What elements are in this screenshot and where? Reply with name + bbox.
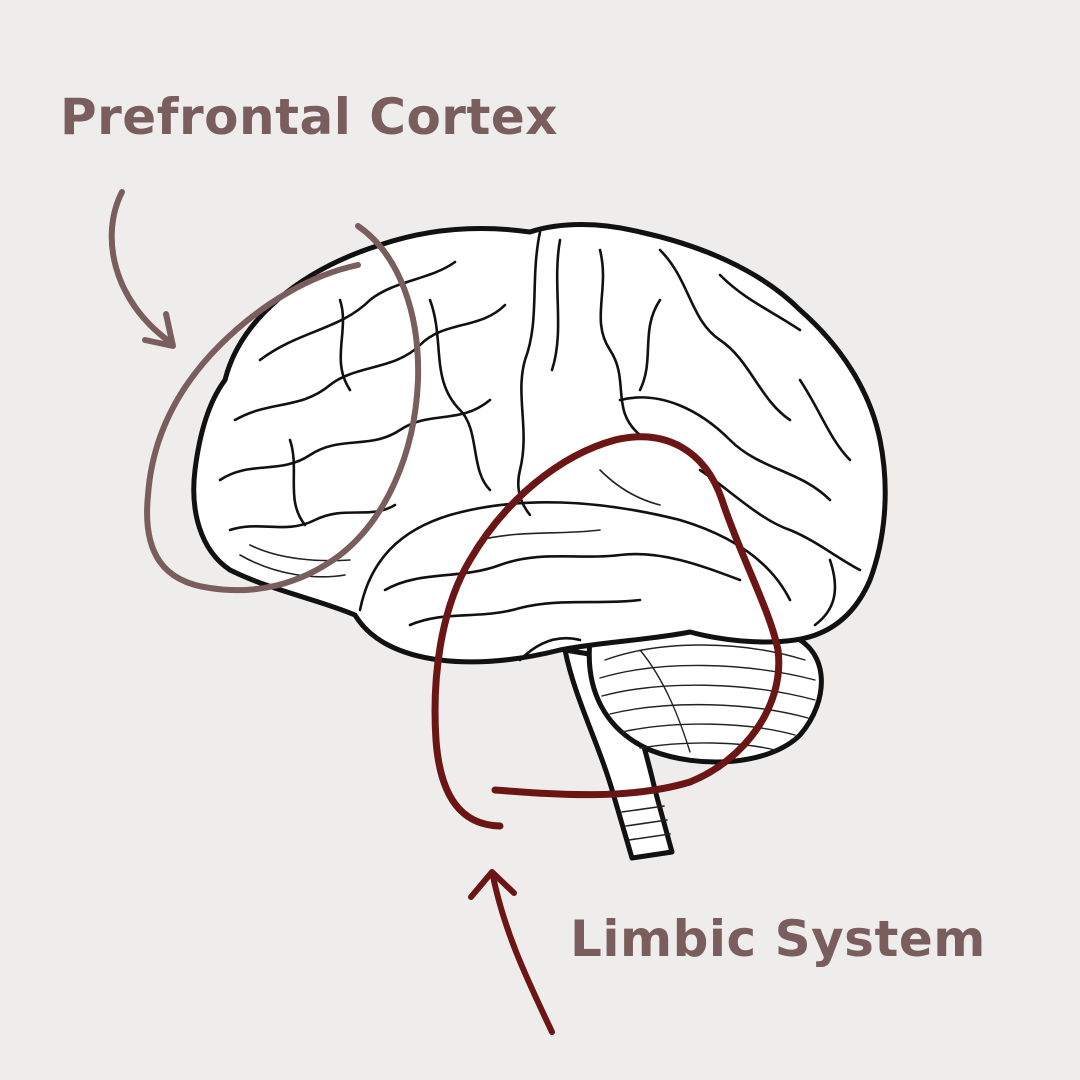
limbic-annotation xyxy=(431,433,783,1035)
limbic-arrow xyxy=(490,873,555,1035)
limbic-system-label: Limbic System xyxy=(570,910,986,968)
brain-illustration xyxy=(191,222,888,861)
limbic-circle xyxy=(431,433,783,830)
limbic-arrowhead xyxy=(468,869,517,900)
prefrontal-arrowhead xyxy=(142,311,176,349)
prefrontal-arrow xyxy=(108,189,173,345)
prefrontal-circle xyxy=(144,223,422,594)
prefrontal-cortex-label: Prefrontal Cortex xyxy=(60,88,559,146)
prefrontal-annotation xyxy=(108,189,422,594)
